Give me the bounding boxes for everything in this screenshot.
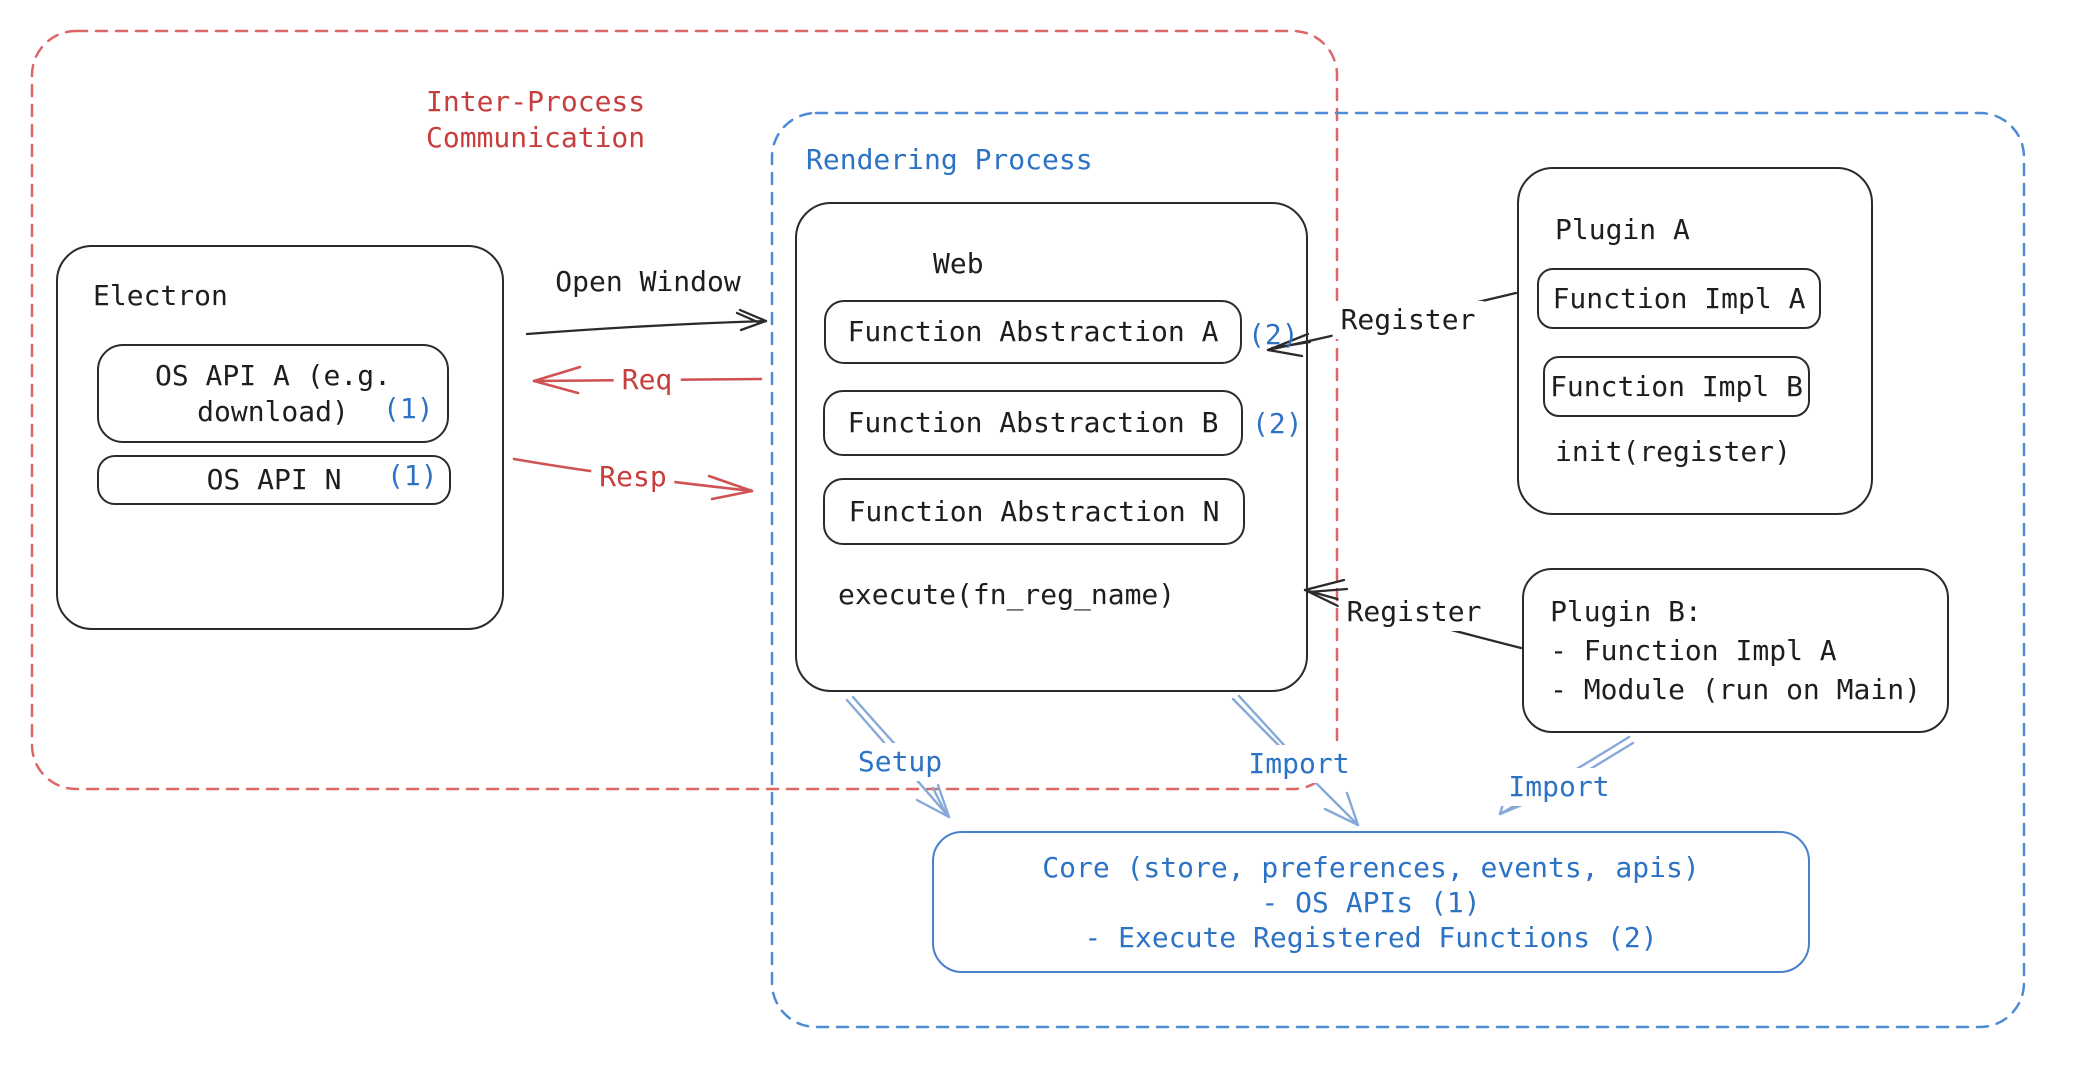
import-mid-label: Import	[1240, 745, 1358, 783]
function-impl-b-label: Function Impl B	[1550, 369, 1803, 403]
req-label: Req	[613, 361, 681, 399]
function-impl-b-box: Function Impl B	[1543, 356, 1810, 417]
electron-title: Electron	[93, 279, 228, 312]
rendering-process-label: Rendering Process	[806, 143, 1093, 176]
open-window-label: Open Window	[547, 263, 749, 301]
os-api-a-badge: (1)	[383, 392, 434, 425]
function-abstraction-a-badge: (2)	[1248, 318, 1299, 351]
function-abstraction-n-label: Function Abstraction N	[848, 494, 1220, 528]
resp-label: Resp	[591, 458, 675, 496]
function-abstraction-a-box: Function Abstraction A	[824, 300, 1242, 364]
function-impl-a-label: Function Impl A	[1552, 281, 1806, 315]
function-abstraction-b-badge: (2)	[1252, 407, 1303, 440]
ipc-frame	[30, 29, 1339, 791]
function-impl-a-box: Function Impl A	[1537, 268, 1821, 329]
plugin-b-text: Plugin B: - Function Impl A - Module (ru…	[1550, 592, 1921, 709]
function-abstraction-b-label: Function Abstraction B	[847, 406, 1219, 439]
register-top-label: Register	[1332, 301, 1484, 339]
electron-box	[56, 245, 504, 630]
open-window-arrow	[525, 308, 768, 336]
os-api-n-box: OS API N	[97, 455, 451, 505]
os-api-a-label-line2: download)	[197, 394, 349, 428]
plugin-a-box	[1517, 167, 1873, 515]
os-api-a-label-line1: OS API A (e.g.	[154, 358, 391, 392]
plugin-b-line-1: Plugin B:	[1550, 595, 1702, 628]
rendering-process-frame	[770, 111, 2026, 1029]
plugin-b-line-3: - Module (run on Main)	[1550, 673, 1921, 706]
core-line-1: Core (store, preferences, events, apis)	[1042, 850, 1700, 884]
core-line-3: - Execute Registered Functions (2)	[1084, 920, 1658, 954]
function-abstraction-n-box: Function Abstraction N	[823, 478, 1245, 545]
core-line-2: - OS APIs (1)	[1261, 885, 1481, 919]
plugin-b-box: Plugin B: - Function Impl A - Module (ru…	[1522, 568, 1949, 733]
init-register-label: init(register)	[1555, 435, 1792, 468]
core-box: Core (store, preferences, events, apis) …	[932, 831, 1810, 973]
web-box	[795, 202, 1308, 692]
setup-label: Setup	[849, 743, 951, 781]
os-api-a-box: OS API A (e.g. download)	[97, 344, 449, 443]
web-title: Web	[933, 247, 984, 280]
function-abstraction-b-box: Function Abstraction B	[823, 390, 1243, 456]
import-right-label: Import	[1500, 768, 1618, 806]
os-api-n-badge: (1)	[387, 459, 438, 492]
register-bottom-label: Register	[1338, 593, 1490, 631]
os-api-n-label: OS API N	[206, 463, 342, 496]
plugin-b-line-2: - Function Impl A	[1550, 634, 1837, 667]
plugin-a-title: Plugin A	[1555, 213, 1690, 246]
function-abstraction-a-label: Function Abstraction A	[847, 315, 1219, 348]
execute-label: execute(fn_reg_name)	[838, 578, 1176, 611]
